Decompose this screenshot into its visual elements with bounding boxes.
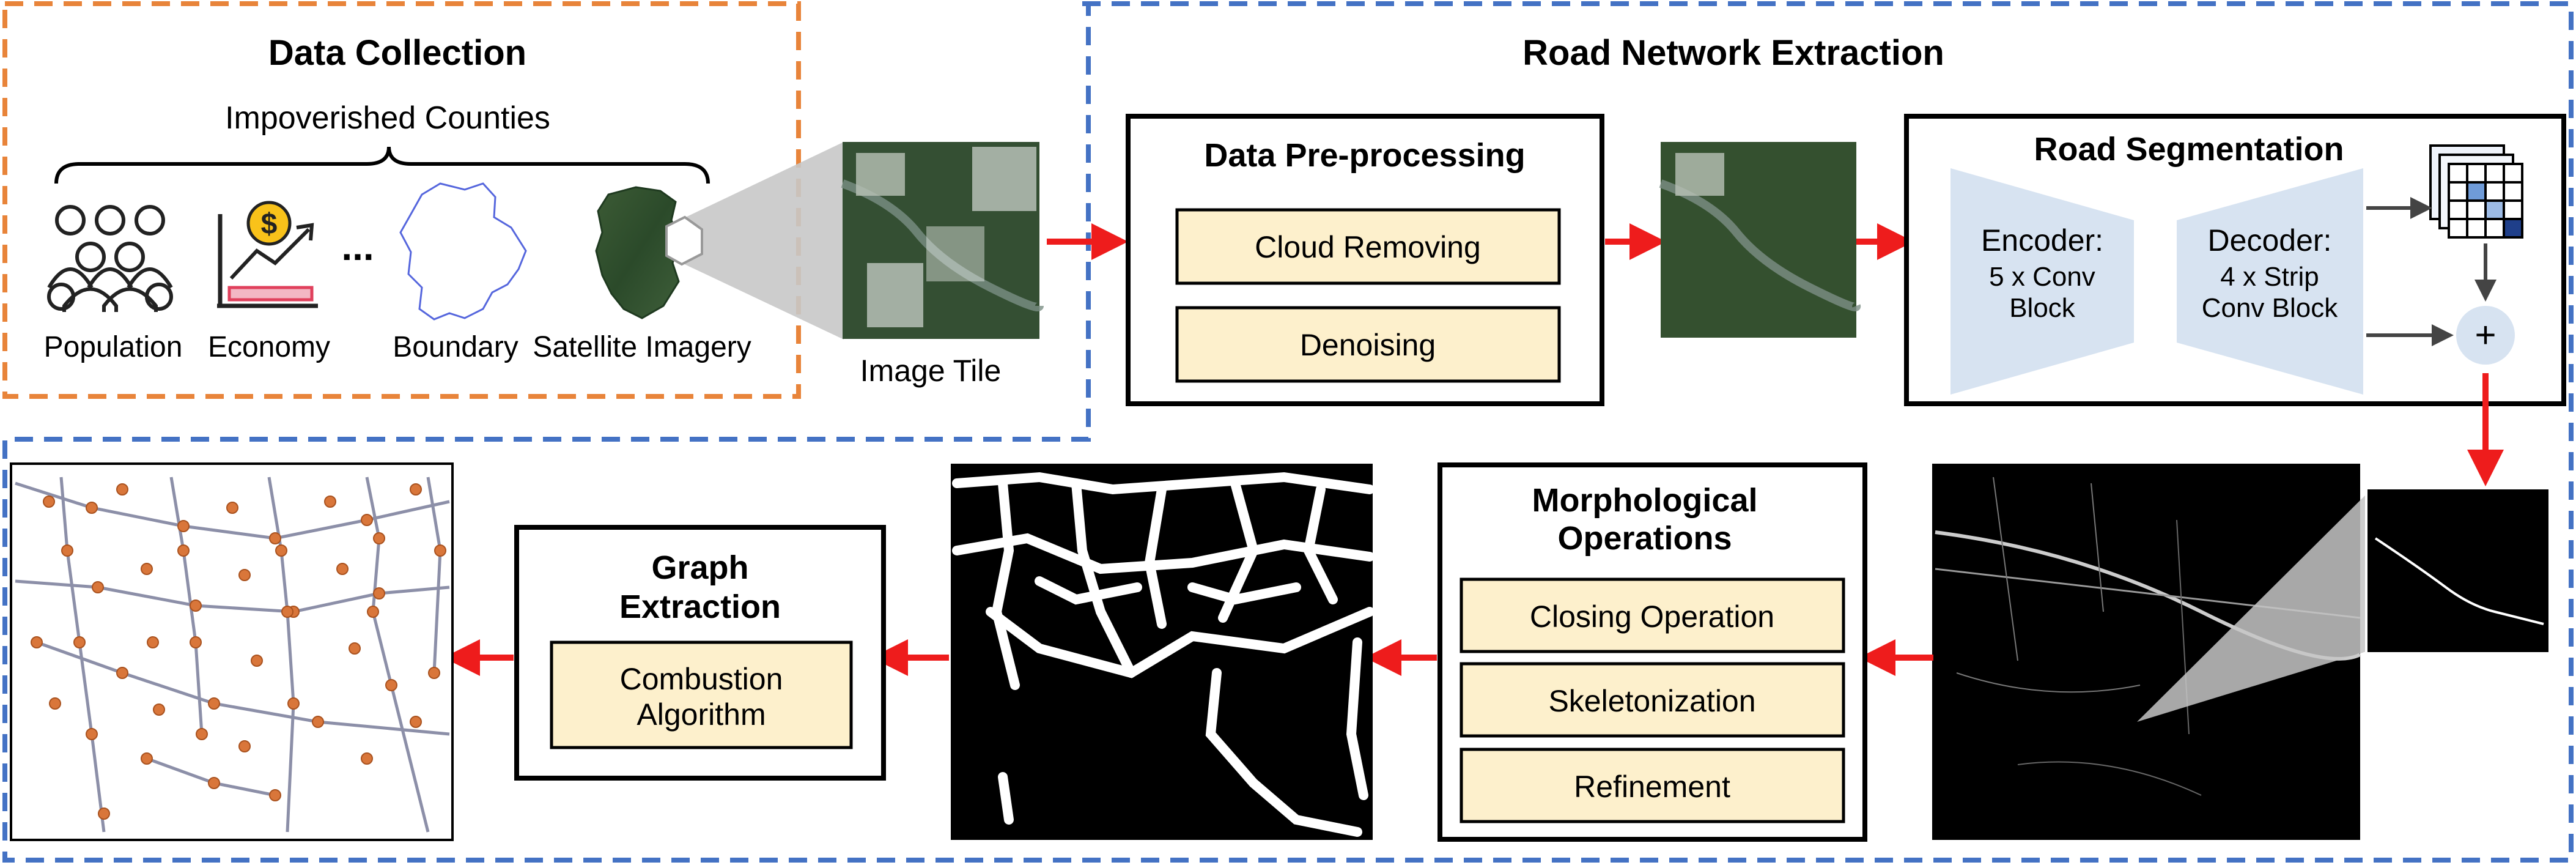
boundary-label: Boundary <box>393 331 518 363</box>
road-graph-image <box>10 462 454 841</box>
data-collection-title: Data Collection <box>268 33 526 73</box>
population-icon <box>47 205 173 312</box>
segmentation-title: Road Segmentation <box>2034 131 2344 168</box>
encoder-block <box>1950 168 2134 395</box>
data-collection-region <box>2 1 801 399</box>
encoder-line-1: Encoder: <box>1981 223 2103 258</box>
population-label: Population <box>44 331 183 363</box>
satellite-imagery-label: Satellite Imagery <box>533 331 751 363</box>
combustion-algorithm-step <box>550 640 853 749</box>
tile-zoom-cone <box>666 142 844 340</box>
feature-map-stack-icon <box>2429 144 2523 239</box>
economy-label: Economy <box>208 331 330 363</box>
sum-symbol: + <box>2475 314 2496 355</box>
cloud-removing-step <box>1175 208 1561 285</box>
satellite-county-icon <box>595 186 681 319</box>
skeletonization-step <box>1460 662 1845 738</box>
image-tile <box>841 142 1044 339</box>
image-tile-label: Image Tile <box>860 354 1002 388</box>
cleaned-image-tile <box>1659 142 1861 338</box>
encoder-line-2: 5 x Conv <box>1989 262 2095 292</box>
road-extraction-title: Road Network Extraction <box>1522 33 1944 73</box>
tile-selector <box>665 215 703 266</box>
refinement-step <box>1460 748 1845 823</box>
sum-node <box>2456 306 2515 365</box>
denoising-label: Denoising <box>1300 328 1436 362</box>
decoder-block <box>2177 168 2363 395</box>
morphological-title-line-1: Morphological <box>1532 482 1758 519</box>
morphological-title-line-2: Operations <box>1557 520 1732 557</box>
segmentation-mask-image <box>1932 464 2551 840</box>
closing-operation-label: Closing Operation <box>1530 600 1774 634</box>
impoverished-counties-label: Impoverished Counties <box>225 100 550 136</box>
graph-extraction-title-line-2: Extraction <box>619 588 781 625</box>
ellipsis: ... <box>341 225 374 269</box>
cloud-removing-label: Cloud Removing <box>1255 230 1481 264</box>
decoder-line-3: Conv Block <box>2202 293 2339 323</box>
refined-road-mask-image <box>951 464 1375 840</box>
denoising-step <box>1175 306 1561 383</box>
skeletonization-label: Skeletonization <box>1548 684 1755 718</box>
economy-icon: $ <box>217 201 318 308</box>
graph-extraction-title-line-1: Graph <box>651 549 748 586</box>
closing-operation-step <box>1460 577 1845 653</box>
grouping-brace <box>54 146 710 184</box>
refinement-label: Refinement <box>1574 770 1730 804</box>
combustion-algorithm-line-2: Algorithm <box>637 697 766 732</box>
preprocessing-title: Data Pre-processing <box>1204 137 1525 174</box>
combustion-algorithm-line-1: Combustion <box>620 662 783 696</box>
decoder-line-2: 4 x Strip <box>2220 262 2319 292</box>
svg-text:$: $ <box>261 208 278 240</box>
encoder-line-3: Block <box>2009 293 2076 323</box>
boundary-icon <box>399 182 527 321</box>
decoder-line-1: Decoder: <box>2208 223 2332 258</box>
